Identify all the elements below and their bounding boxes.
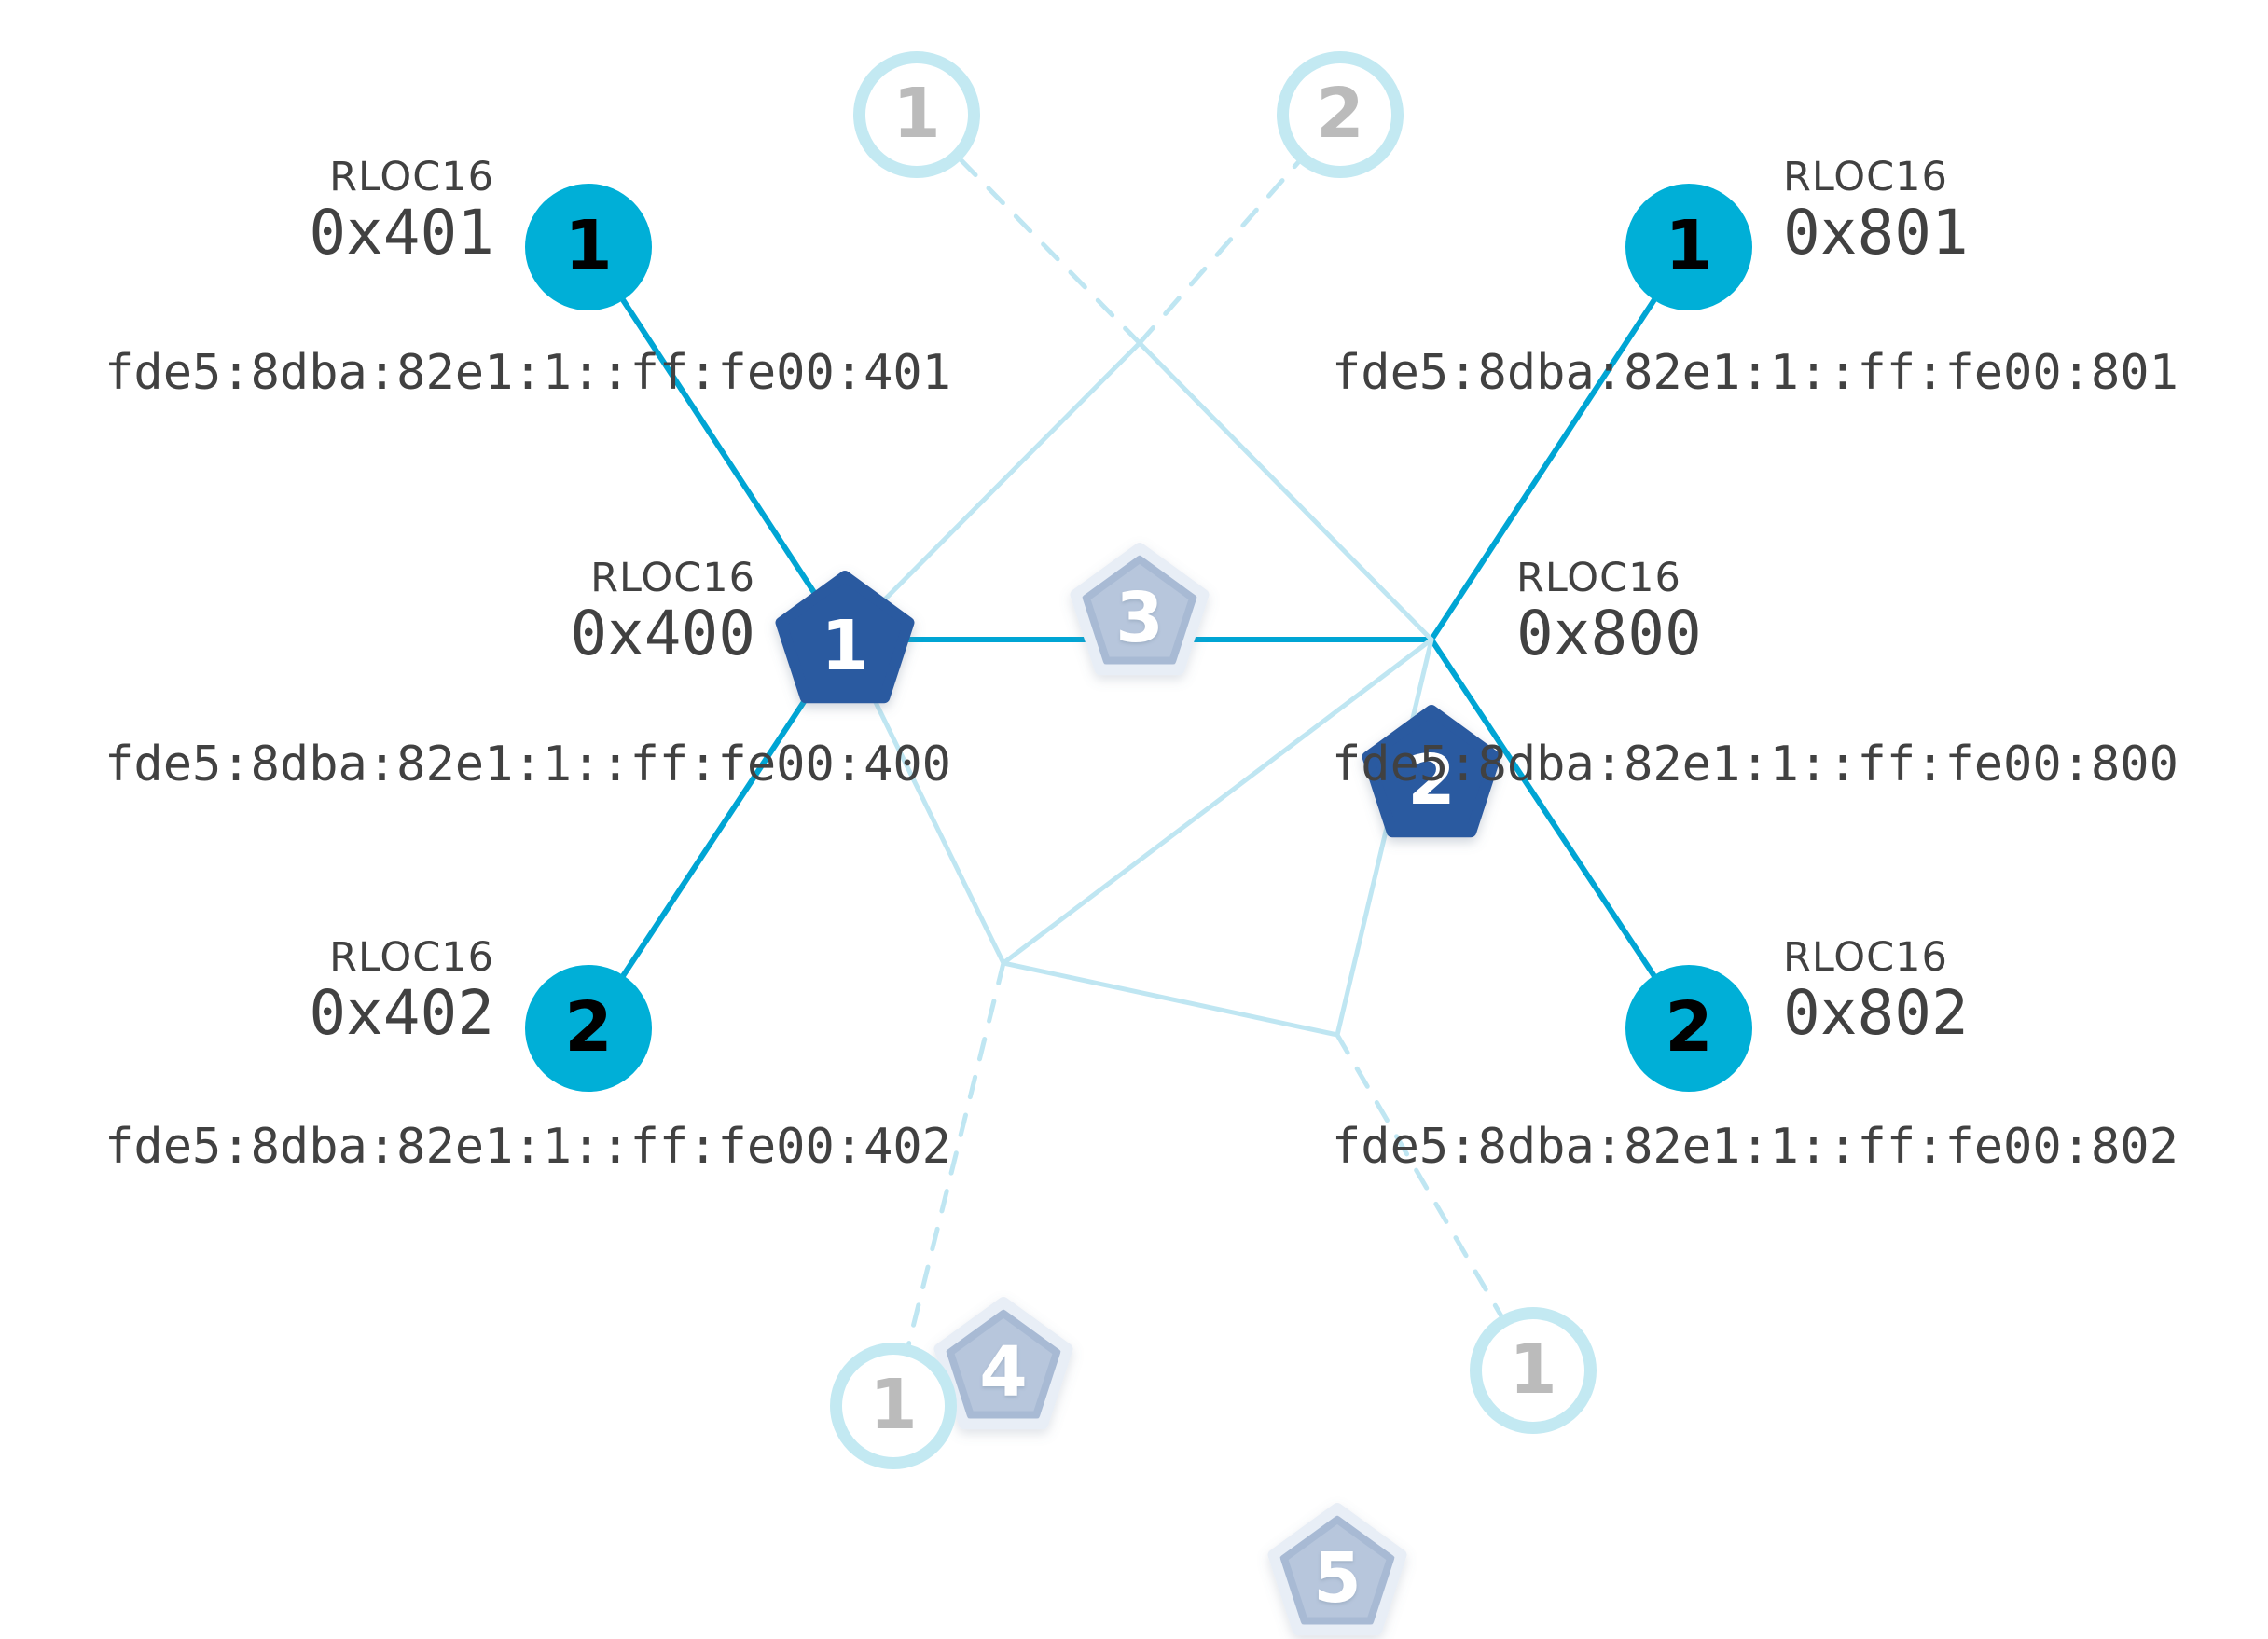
child-badge-number: 2 bbox=[1316, 74, 1364, 154]
ipv6-address-0x802: fde5:8dba:82e1:1::ff:fe00:802 bbox=[1332, 1119, 2178, 1175]
router-badge-number: 5 bbox=[1313, 1538, 1362, 1618]
child-badge-number: 2 bbox=[564, 987, 613, 1067]
ipv6-address-0x401: fde5:8dba:82e1:1::ff:fe00:401 bbox=[104, 345, 951, 401]
pentagon-icon bbox=[933, 1297, 1073, 1430]
child-badge-number: 1 bbox=[564, 206, 613, 286]
child-badge-number: 2 bbox=[1665, 987, 1713, 1067]
rloc-value: 0x801 bbox=[1783, 197, 1969, 269]
link-router-400-to-router-3 bbox=[842, 340, 1142, 642]
router-badge-number: 1 bbox=[821, 606, 869, 686]
rloc-tag: RLOC16 bbox=[1516, 555, 1681, 601]
link-child-401-to-router-400 bbox=[586, 244, 848, 642]
rloc-tag: RLOC16 bbox=[329, 934, 494, 981]
router-node-2[interactable]: 2 bbox=[1362, 705, 1501, 841]
child-badge-number: 1 bbox=[1509, 1329, 1557, 1410]
link-child-801-to-router-800 bbox=[1429, 244, 1692, 642]
link-router-800-to-router-4 bbox=[1001, 637, 1434, 966]
child-badge-number: 1 bbox=[892, 74, 941, 154]
ipv6-address-0x800: fde5:8dba:82e1:1::ff:fe00:800 bbox=[1332, 737, 2178, 792]
rloc-tag: RLOC16 bbox=[590, 555, 755, 601]
child-node-1[interactable]: 1 bbox=[1470, 1307, 1597, 1434]
link-router-800-to-router-5 bbox=[1335, 637, 1434, 1038]
rloc-value: 0x402 bbox=[309, 977, 494, 1050]
link-router-3-to-child-faded-top-left bbox=[914, 112, 1142, 346]
rloc-tag: RLOC16 bbox=[329, 154, 494, 200]
rloc-value: 0x802 bbox=[1783, 977, 1969, 1050]
child-node-2[interactable]: 2 bbox=[525, 965, 652, 1092]
rloc-tag: RLOC16 bbox=[1783, 154, 1948, 200]
pentagon-icon bbox=[1362, 705, 1501, 838]
child-node-1[interactable]: 1 bbox=[830, 1343, 957, 1469]
router-badge-number: 2 bbox=[1407, 740, 1456, 820]
rloc-value: 0x401 bbox=[309, 197, 494, 269]
link-router-800-to-router-3 bbox=[1137, 340, 1434, 642]
rloc-tag: RLOC16 bbox=[1783, 934, 1948, 981]
link-child-402-to-router-400 bbox=[586, 637, 848, 1031]
child-node-1[interactable]: 1 bbox=[853, 51, 980, 178]
link-router-5-to-child-faded-bottom-right bbox=[1335, 1032, 1536, 1373]
pentagon-icon bbox=[775, 571, 915, 704]
rloc-value: 0x400 bbox=[570, 598, 755, 670]
child-badge-number: 1 bbox=[1665, 206, 1713, 286]
child-node-2[interactable]: 2 bbox=[1277, 51, 1404, 178]
router-badge-number: 3 bbox=[1115, 578, 1164, 658]
child-node-1[interactable]: 1 bbox=[1625, 184, 1752, 310]
ipv6-address-0x402: fde5:8dba:82e1:1::ff:fe00:402 bbox=[104, 1119, 951, 1175]
rloc-value: 0x800 bbox=[1516, 598, 1702, 670]
child-node-2[interactable]: 2 bbox=[1625, 965, 1752, 1092]
link-router-4-to-child-faded-bottom-left bbox=[891, 960, 1006, 1409]
ipv6-address-0x801: fde5:8dba:82e1:1::ff:fe00:801 bbox=[1332, 345, 2178, 401]
ipv6-address-0x400: fde5:8dba:82e1:1::ff:fe00:400 bbox=[104, 737, 951, 792]
child-node-1[interactable]: 1 bbox=[525, 184, 652, 310]
router-badge-number: 4 bbox=[979, 1332, 1028, 1412]
router-node-3[interactable]: 3 bbox=[1070, 543, 1210, 679]
link-child-802-to-router-800 bbox=[1429, 637, 1692, 1031]
pentagon-icon bbox=[1070, 543, 1210, 676]
child-badge-number: 1 bbox=[869, 1365, 918, 1445]
link-router-4-to-router-5 bbox=[1001, 960, 1340, 1038]
router-node-1[interactable]: 1 bbox=[775, 571, 915, 707]
router-node-4[interactable]: 4 bbox=[933, 1297, 1073, 1433]
router-node-5[interactable]: 5 bbox=[1267, 1503, 1407, 1639]
